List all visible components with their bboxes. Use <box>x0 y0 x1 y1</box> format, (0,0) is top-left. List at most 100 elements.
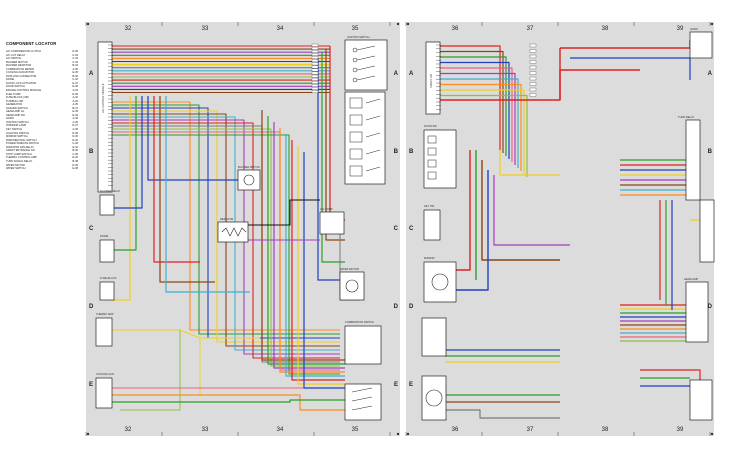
component-name: HAZARD SWITCH <box>6 106 28 110</box>
wire <box>112 329 260 339</box>
component-grid-ref: D-36 <box>72 135 78 139</box>
column-number: 36 <box>452 26 459 32</box>
component-name: STOP LAMP SWITCH <box>6 152 32 156</box>
horn-label: HORN <box>690 27 698 31</box>
component-name: DOOR LOCK ACTUATOR <box>6 81 37 85</box>
switch-lever <box>351 405 373 411</box>
blower-motor-box <box>237 169 261 191</box>
frame-corner <box>406 432 410 436</box>
switch-lever <box>356 75 376 81</box>
component-name: DIODE <box>6 78 15 82</box>
thermo-amp-box <box>95 317 113 347</box>
component-name: FUSE BLOCK (J/B) <box>6 96 29 100</box>
relay-coil <box>349 97 363 109</box>
wire-connector <box>529 93 537 97</box>
column-number: 38 <box>602 26 609 32</box>
component-grid-ref: C-34 <box>72 57 78 61</box>
component-grid-ref: A-35 <box>72 120 78 124</box>
component-locator-row: A/C COMPRESSOR CLUTCH D-35 <box>6 50 78 54</box>
component-grid-ref: C-33 <box>72 53 78 57</box>
column-number: 33 <box>202 427 209 433</box>
frame-corner <box>396 22 400 26</box>
wire <box>240 199 320 226</box>
switch-box-lower <box>344 383 382 421</box>
lower-motor-box <box>421 375 447 421</box>
column-number: 33 <box>202 26 209 32</box>
wire-connector <box>529 65 537 70</box>
compressor-box <box>319 211 345 235</box>
headlamp-lower-box <box>689 379 713 421</box>
wire-connector <box>311 90 319 94</box>
wire-connector <box>529 49 537 53</box>
wire <box>440 61 510 159</box>
component-name: A/C COMPRESSOR CLUTCH <box>6 50 42 53</box>
component-name: HORN <box>6 117 14 121</box>
component-grid-ref: E-36 <box>72 85 78 89</box>
wiper-motor-label: WIPER MOTOR <box>340 267 359 271</box>
component-grid-ref: D-35 <box>72 163 78 167</box>
component-grid-ref: D-32 <box>72 156 78 160</box>
component-grid-ref: A-36 <box>72 128 78 132</box>
row-letter: B <box>409 149 414 155</box>
relay-panel <box>344 91 386 185</box>
column-number: 37 <box>527 26 534 32</box>
wire <box>267 116 345 365</box>
wire <box>261 110 345 361</box>
relay-coil <box>349 165 363 177</box>
cooling-fan-relay-box <box>95 377 113 409</box>
component-locator-row: WIPER MOTOR D-35 <box>6 164 78 168</box>
frame-corner <box>710 432 714 436</box>
component-grid-ref: E-39 <box>72 110 78 114</box>
switch-element <box>427 171 437 180</box>
wire-connector <box>311 84 319 87</box>
wire <box>279 128 345 373</box>
switch-lever <box>356 45 376 51</box>
component-grid-ref: A-33 <box>72 89 78 93</box>
turn-relay-box <box>685 119 701 201</box>
wire <box>112 101 340 331</box>
wire <box>440 50 504 153</box>
combination-switch-box <box>344 325 382 365</box>
blower-relay-label: BLOWER RELAY <box>100 189 121 193</box>
headlamp-label: HEADLAMP <box>684 277 699 281</box>
wire-layer <box>112 40 711 419</box>
component-grid-ref: D-35 <box>72 50 78 53</box>
wire-connector <box>529 76 537 81</box>
door-switch-box <box>423 129 457 189</box>
component-grid-ref: B-39 <box>72 149 78 153</box>
wire <box>440 78 519 168</box>
frame-corner <box>86 22 90 26</box>
component-name: THERMO CONTROL AMP <box>6 156 37 160</box>
component-grid-ref: A-36 <box>72 67 78 71</box>
row-letter: D <box>708 304 713 310</box>
key-switch-label: KEY SW <box>424 204 435 208</box>
row-letter: D <box>394 304 399 310</box>
compressor-label: A/C COMP <box>320 207 333 211</box>
resistor-label: RESISTOR <box>220 217 233 221</box>
diode-label: DIODE <box>100 234 108 238</box>
component-name: GENERATOR <box>6 103 23 107</box>
switch-element <box>427 147 437 156</box>
wire <box>440 56 507 156</box>
component-name: WIPER MOTOR <box>6 163 25 167</box>
row-letter: A <box>409 71 414 77</box>
row-letter: D <box>409 304 414 310</box>
key-switch-box <box>423 209 441 241</box>
wire <box>440 83 522 171</box>
column-number: 37 <box>527 427 534 433</box>
component-name: WIPER SWITCH <box>6 167 26 171</box>
column-number: 34 <box>277 427 284 433</box>
frame-corner <box>86 432 90 436</box>
wire <box>159 96 215 283</box>
turn-relay-label: TURN RELAY <box>678 115 695 119</box>
component-name: HEADLAMP RH <box>6 113 25 117</box>
component-grid-ref: C-34 <box>72 60 78 64</box>
